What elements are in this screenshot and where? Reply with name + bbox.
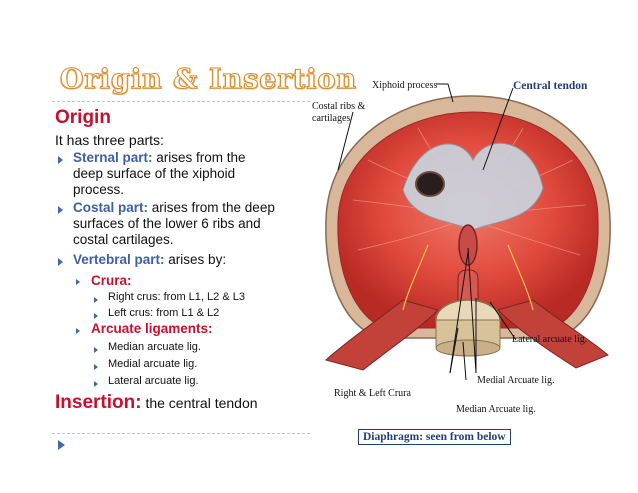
bullet-arrow-icon — [76, 279, 80, 285]
left-psoas — [324, 299, 439, 371]
origin-intro: It has three parts: — [55, 132, 164, 148]
vertebral-part-label: Vertebral part: — [73, 252, 165, 267]
crura-label-figure: Right & Left Crura — [334, 388, 411, 399]
costal-part-item: Costal part: arises from the deep surfac… — [73, 200, 275, 247]
medial-arcuate-item: Medial arcuate lig. — [108, 358, 198, 370]
insertion-heading: Insertion: — [55, 392, 142, 413]
crura-label: Crura: — [91, 273, 132, 288]
bullet-arrow-icon — [94, 347, 98, 353]
median-arcuate-item: Median arcuate lig. — [108, 341, 201, 353]
bullet-arrow-icon — [94, 297, 98, 303]
left-crus-item: Left crus: from L1 & L2 — [108, 307, 220, 319]
xiphoid-process-label: Xiphoid process — [372, 80, 438, 91]
title-divider — [52, 101, 310, 102]
medial-arcuate-label: Medial Arcuate lig. — [477, 375, 555, 386]
vena-cava-opening — [415, 171, 445, 197]
sternal-part-label: Sternal part: — [73, 150, 153, 165]
right-crus-item: Right crus: from L1, L2 & L3 — [108, 291, 245, 303]
insertion-line: Insertion: the central tendon — [55, 392, 258, 414]
costal-ribs-label: Costal ribs & — [312, 101, 366, 112]
bullet-arrow-icon — [58, 206, 63, 214]
esophageal-hiatus — [458, 224, 478, 266]
bullet-arrow-icon — [76, 328, 80, 334]
costal-part-label: Costal part: — [73, 200, 149, 215]
slide-title: Origin & Insertion — [59, 64, 358, 96]
costal-cartilages-label: cartilages — [312, 113, 351, 124]
next-arrow-icon — [58, 440, 65, 450]
bullet-arrow-icon — [94, 381, 98, 387]
lateral-arcuate-item: Lateral arcuate lig. — [108, 375, 199, 387]
insertion-text: the central tendon — [141, 395, 258, 411]
bullet-arrow-icon — [58, 156, 63, 164]
figure-caption: Diaphragm: seen from below — [358, 429, 511, 445]
median-arcuate-label: Median Arcuate lig. — [456, 404, 536, 415]
central-tendon-label: Central tendon — [513, 80, 588, 92]
arcuate-ligaments-label: Arcuate ligaments: — [91, 321, 213, 336]
diaphragm-illustration — [324, 83, 611, 381]
bullet-arrow-icon — [94, 364, 98, 370]
vertebral-part-item: Vertebral part: arises by: — [73, 252, 227, 267]
origin-heading: Origin — [55, 107, 111, 128]
lateral-arcuate-label: Lateral arcuate lig. — [512, 334, 588, 345]
central-tendon — [402, 142, 544, 231]
right-psoas — [497, 299, 609, 369]
bullet-arrow-icon — [94, 313, 98, 319]
bullet-arrow-icon — [58, 258, 63, 266]
sternal-part-item: Sternal part: arises from the deep surfa… — [73, 150, 246, 197]
bottom-divider — [52, 433, 310, 434]
